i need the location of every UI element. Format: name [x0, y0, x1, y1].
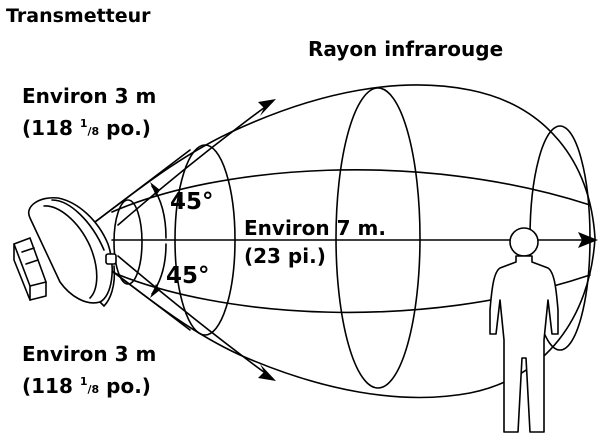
transmitter-label: Transmetteur: [6, 5, 151, 27]
side-top-unit: po.): [99, 116, 151, 140]
side-top-num: 1: [79, 117, 88, 130]
side-top-line1: Environ 3 m: [22, 84, 157, 108]
side-top-int: (118: [22, 116, 73, 140]
center-line1: Environ 7 m.: [244, 216, 386, 240]
upper-arrowhead: [258, 99, 276, 116]
beam-longitude: [111, 169, 591, 213]
angle-bottom-label: 45°: [166, 263, 210, 289]
lower-spread-arrow: [117, 255, 273, 379]
side-bottom-line1: Environ 3 m: [22, 342, 157, 366]
side-distance-top-label: Environ 3 m (118 1/8 po.): [22, 82, 156, 146]
side-top-line2: (118 1/8 po.): [22, 110, 156, 146]
center-line2: (23 pi.): [244, 244, 326, 268]
angle-arc-top-tip: [150, 182, 160, 196]
beam-cross-section: [113, 199, 143, 285]
side-bottom-int: (118: [22, 374, 73, 398]
lower-arrowhead: [258, 364, 276, 381]
beam-label: Rayon infrarouge: [308, 37, 504, 61]
beam-cross-section: [335, 87, 421, 389]
side-bottom-den: /8: [87, 383, 100, 396]
side-top-den: /8: [87, 125, 100, 138]
center-distance-label: Environ 7 m. (23 pi.): [244, 214, 386, 270]
upper-spread-arrow: [117, 101, 273, 226]
transmitter-device-icon: [13, 196, 117, 307]
side-bottom-num: 1: [79, 375, 88, 388]
center-axis-arrowhead: [578, 232, 598, 248]
person-silhouette-icon: [489, 227, 559, 433]
beam-cone-line: [94, 149, 191, 223]
angle-top-label: 45°: [170, 189, 214, 215]
side-bottom-unit: po.): [99, 374, 151, 398]
side-distance-bottom-label: Environ 3 m (118 1/8 po.): [22, 340, 156, 404]
angle-arc-bottom-tip: [150, 284, 160, 298]
side-bottom-line2: (118 1/8 po.): [22, 368, 156, 404]
